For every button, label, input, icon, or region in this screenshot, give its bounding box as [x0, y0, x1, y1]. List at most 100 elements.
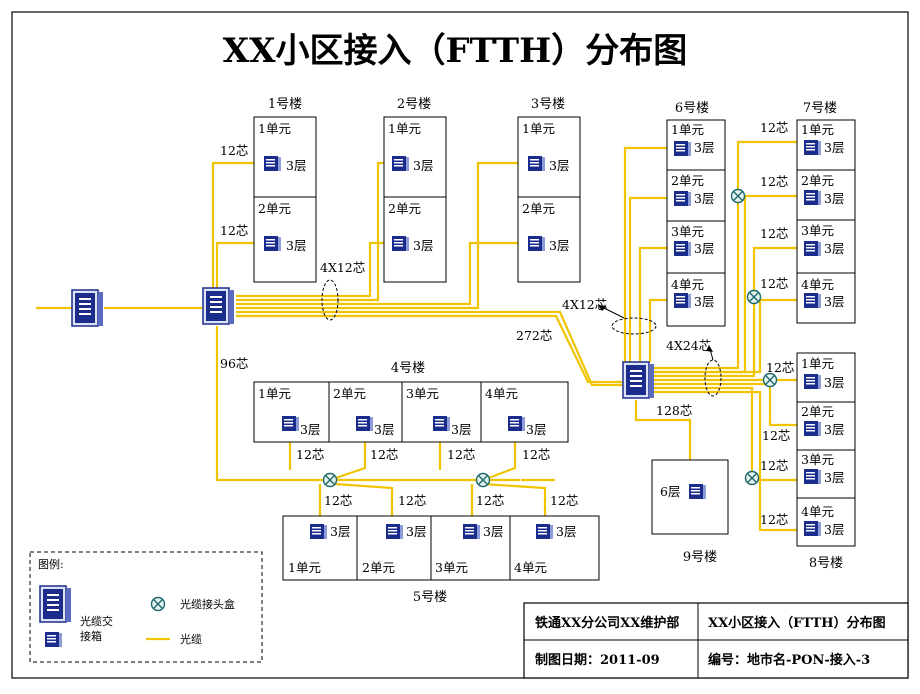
cable-labels: 12芯 12芯 4X12芯 96芯 272芯 4X12芯 4X24芯 128芯 … — [220, 120, 794, 527]
b5-unit-4: 4单元 — [514, 560, 547, 575]
onu-box-icon — [804, 421, 821, 436]
cable-272-label: 272芯 — [516, 328, 552, 343]
onu-box-icon — [674, 293, 691, 308]
feed-cabinet-icon — [71, 289, 104, 327]
bundle-label-4x24: 4X24芯 — [666, 338, 711, 353]
legend-cable-label: 光缆 — [180, 632, 202, 646]
onu-box-icon — [463, 524, 480, 539]
b8-u1-floor: 3层 — [824, 375, 844, 390]
onu-box-icon — [674, 141, 691, 156]
bundle-ellipse — [704, 359, 722, 397]
core-label: 12芯 — [760, 458, 788, 473]
core-label: 12芯 — [760, 226, 788, 241]
b4-u2-floor: 3层 — [374, 422, 394, 437]
building-7: 7号楼 1单元 3层 2单元 3层 3单元 3层 4单元 3层 — [796, 101, 856, 324]
splice-box-icon — [744, 470, 760, 486]
b8-u3-floor: 3层 — [824, 470, 844, 485]
onu-box-icon — [536, 524, 553, 539]
b3-unit-2: 2单元 — [522, 201, 555, 216]
building-4-label: 4号楼 — [391, 361, 425, 376]
legend-splice-label: 光缆接头盒 — [180, 597, 235, 611]
onu-box-icon — [804, 241, 821, 256]
b5-unit-3: 3单元 — [435, 560, 468, 575]
b1-u1-floor: 3层 — [286, 158, 306, 173]
bundle-ellipse — [611, 317, 657, 335]
onu-box-icon — [528, 156, 545, 171]
building-5: 3层 3层 3层 3层 1单元 2单元 3单元 4单元 5号楼 — [282, 515, 600, 605]
b8-u2-floor: 3层 — [824, 422, 844, 437]
legend-title: 图例: — [38, 557, 64, 571]
b7-u3-floor: 3层 — [824, 241, 844, 256]
b4-unit-2: 2单元 — [333, 386, 366, 401]
onu-box-icon — [264, 236, 281, 251]
b1-u2-floor: 3层 — [286, 238, 306, 253]
b8-unit-1: 1单元 — [801, 356, 834, 371]
onu-box-icon — [386, 524, 403, 539]
building-9: 6层 9号楼 — [651, 459, 729, 565]
b5-u3-floor: 3层 — [483, 524, 503, 539]
b6-unit-2: 2单元 — [671, 173, 704, 188]
pointer-arrow — [601, 306, 625, 319]
b8-unit-4: 4单元 — [801, 504, 834, 519]
drawing-name: XX小区接入（FTTH）分布图 — [708, 615, 886, 631]
b6-unit-1: 1单元 — [671, 122, 704, 137]
onu-box-icon — [392, 156, 409, 171]
core-label: 12芯 — [296, 447, 324, 462]
onu-box-icon — [433, 416, 450, 431]
b4-unit-1: 1单元 — [258, 386, 291, 401]
b5-unit-2: 2单元 — [362, 560, 395, 575]
core-label: 12芯 — [220, 223, 248, 238]
arrow-head — [706, 345, 713, 352]
fiber-cables — [36, 140, 808, 532]
b4-unit-4: 4单元 — [485, 386, 518, 401]
onu-box-icon — [804, 374, 821, 389]
building-1-label: 1号楼 — [268, 97, 302, 112]
onu-box-icon — [528, 236, 545, 251]
building-7-label: 7号楼 — [803, 101, 837, 116]
onu-box-icon — [508, 416, 525, 431]
core-label: 12芯 — [447, 447, 475, 462]
b7-unit-4: 4单元 — [801, 277, 834, 292]
building-9-label: 9号楼 — [683, 550, 717, 565]
core-label: 12芯 — [760, 276, 788, 291]
b6-u1-floor: 3层 — [694, 140, 714, 155]
drawing-code: 编号：地市名-PON-接入-3 — [708, 652, 870, 668]
cabinet-left-icon — [202, 287, 235, 325]
title-block: 铁通XX分公司XX维护部 XX小区接入（FTTH）分布图 制图日期：2011-0… — [523, 602, 909, 679]
legend: 图例: 光缆交 接箱 光缆接头盒 光缆 — [29, 551, 263, 663]
building-1: 1号楼 1单元 3层 2单元 3层 — [253, 97, 317, 283]
splice-box-icon — [746, 289, 762, 305]
b7-u4-floor: 3层 — [824, 294, 844, 309]
onu-box-icon — [392, 236, 409, 251]
cable-96-label: 96芯 — [220, 356, 248, 371]
b2-u1-floor: 3层 — [413, 158, 433, 173]
diagram-title: XX小区接入（FTTH）分布图 — [223, 31, 687, 71]
building-3: 3号楼 1单元 3层 2单元 3层 — [517, 97, 581, 283]
b7-unit-3: 3单元 — [801, 223, 834, 238]
b7-u1-floor: 3层 — [824, 140, 844, 155]
onu-box-icon — [804, 140, 821, 155]
building-3-label: 3号楼 — [531, 97, 565, 112]
b6-u3-floor: 3层 — [694, 241, 714, 256]
b3-u1-floor: 3层 — [549, 158, 569, 173]
legend-cabinet-icon — [39, 585, 72, 623]
b9-floor: 6层 — [660, 484, 680, 499]
onu-box-icon — [804, 469, 821, 484]
legend-cabinet-label-1: 光缆交 — [80, 614, 113, 628]
b6-unit-4: 4单元 — [671, 277, 704, 292]
core-label: 12芯 — [398, 493, 426, 508]
core-label: 12芯 — [762, 428, 790, 443]
b8-unit-3: 3单元 — [801, 452, 834, 467]
b8-unit-2: 2单元 — [801, 404, 834, 419]
onu-box-icon — [282, 416, 299, 431]
b7-unit-2: 2单元 — [801, 173, 834, 188]
b2-u2-floor: 3层 — [413, 238, 433, 253]
core-label: 12芯 — [476, 493, 504, 508]
b2-unit-1: 1单元 — [388, 121, 421, 136]
bundle-label-left: 4X12芯 — [320, 260, 365, 275]
b7-unit-1: 1单元 — [801, 122, 834, 137]
b1-unit-1: 1单元 — [258, 121, 291, 136]
b3-unit-1: 1单元 — [522, 121, 555, 136]
building-6: 6号楼 1单元 3层 2单元 3层 3单元 3层 4单元 3层 — [666, 101, 726, 327]
b1-unit-2: 2单元 — [258, 201, 291, 216]
